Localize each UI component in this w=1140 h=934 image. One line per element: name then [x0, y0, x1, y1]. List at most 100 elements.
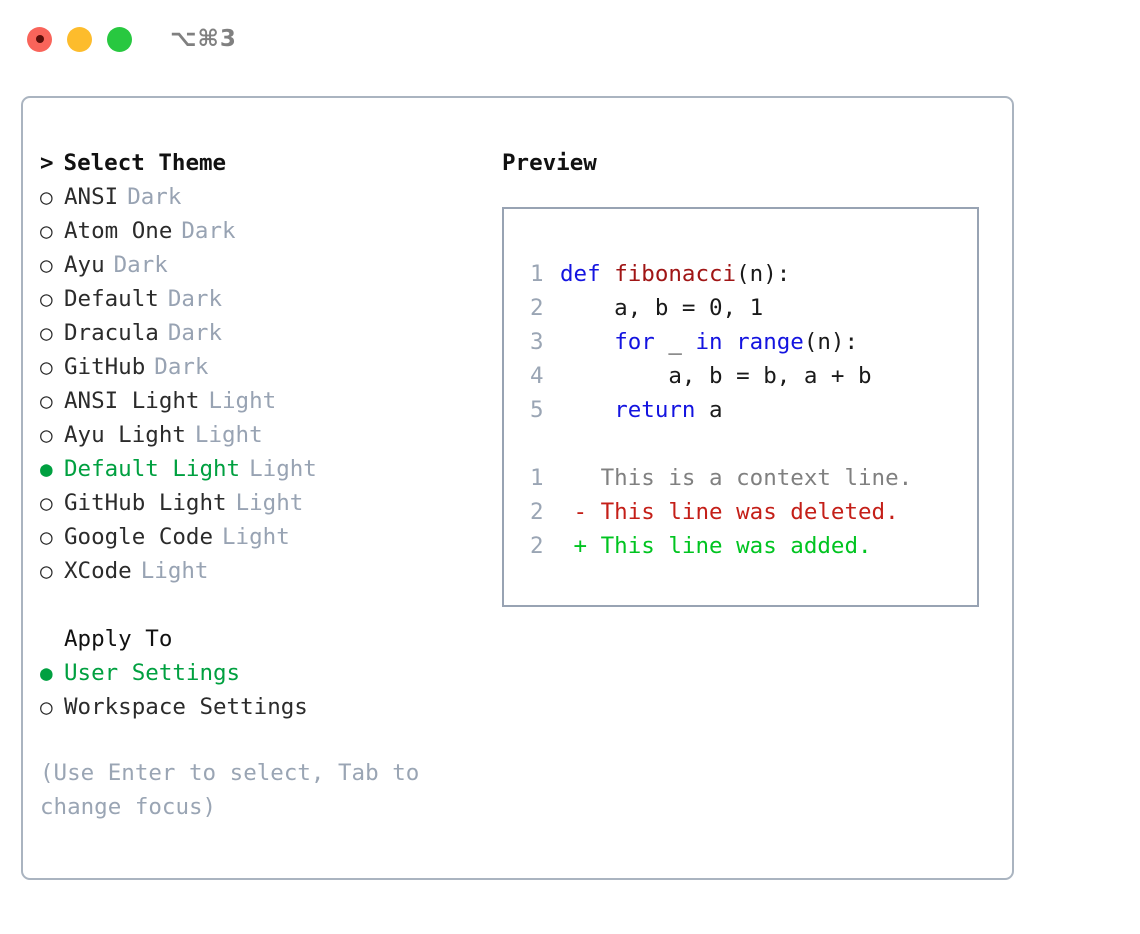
theme-tag: Dark [127, 184, 182, 210]
code-token: a [695, 397, 723, 423]
radio-unselected-icon: ○ [40, 491, 53, 515]
apply-to-label: Workspace Settings [64, 694, 308, 720]
select-theme-heading: > Select Theme [40, 146, 490, 180]
code-token [601, 257, 615, 291]
theme-list-item[interactable]: ○ ANSI Light Light [40, 384, 490, 418]
theme-name: ANSI Light [64, 388, 200, 414]
theme-name: Atom One [64, 218, 173, 244]
diff-text: - This line was deleted. [560, 499, 899, 525]
theme-tag: Light [235, 490, 304, 516]
code-line: 4 a, b = b, a + b [530, 359, 977, 393]
code-token: in [695, 329, 723, 355]
apply-to-label: User Settings [64, 660, 241, 686]
radio-unselected-icon: ○ [40, 219, 53, 243]
radio-unselected-icon: ○ [40, 559, 53, 583]
window-controls [27, 26, 132, 52]
theme-name: XCode [64, 558, 132, 584]
diff-line: 2 + This line was added. [530, 529, 977, 563]
caret-icon: > [40, 150, 54, 176]
theme-tag: Dark [167, 286, 223, 312]
code-line: 3 for _ in range(n): [530, 325, 977, 359]
line-number: 5 [530, 397, 544, 423]
code-token: for [614, 329, 655, 355]
radio-unselected-icon: ○ [40, 389, 53, 413]
line-number: 1 [530, 261, 544, 287]
radio-unselected-icon: ○ [40, 253, 53, 277]
close-button[interactable] [27, 26, 52, 52]
theme-list-item[interactable]: ○ Atom One Dark [40, 214, 490, 248]
code-token: def [560, 261, 601, 287]
preview-title: Preview [502, 150, 597, 176]
code-token [723, 325, 737, 359]
code-token: a, b = 0, 1 [560, 295, 764, 321]
code-token: _ [654, 329, 696, 355]
line-number: 1 [530, 465, 544, 491]
theme-list-item[interactable]: ○ Google Code Light [40, 520, 490, 554]
radio-unselected-icon: ○ [40, 423, 53, 447]
radio-unselected-icon: ○ [40, 185, 53, 209]
theme-list-item[interactable]: ○ ANSI Dark [40, 180, 490, 214]
theme-list-item[interactable]: ○ GitHub Light Light [40, 486, 490, 520]
line-number: 2 [530, 499, 544, 525]
theme-name: ANSI [64, 184, 119, 210]
keyboard-hint: (Use Enter to select, Tab to change focu… [40, 760, 420, 820]
theme-list-item[interactable]: ○ XCode Light [40, 554, 490, 588]
theme-name: Google Code [64, 524, 214, 550]
minimize-button[interactable] [67, 26, 92, 52]
diff-snippet: 1 This is a context line.2 - This line w… [530, 461, 977, 563]
theme-tag: Light [208, 388, 277, 414]
theme-tag: Dark [154, 354, 209, 380]
theme-tag: Dark [167, 320, 223, 346]
radio-selected-icon: ● [40, 457, 53, 481]
code-token [560, 393, 614, 427]
list-spacer [40, 588, 490, 622]
line-number: 2 [530, 533, 544, 559]
code-token [560, 325, 614, 359]
line-number: 4 [530, 363, 544, 389]
code-token: (n): [803, 329, 859, 355]
keyboard-shortcut-label: ⌥⌘3 [170, 26, 237, 52]
radio-unselected-icon: ○ [40, 321, 53, 345]
theme-tag: Dark [181, 218, 236, 244]
theme-tag: Light [140, 558, 209, 584]
diff-text: + This line was added. [560, 533, 872, 559]
code-line: 2 a, b = 0, 1 [530, 291, 977, 325]
diff-line: 2 - This line was deleted. [530, 495, 977, 529]
apply-to-option[interactable]: ○ Workspace Settings [40, 690, 490, 724]
line-number: 3 [530, 329, 544, 355]
radio-unselected-icon: ○ [40, 695, 53, 719]
code-token: return [614, 397, 696, 423]
theme-tag: Light [222, 524, 290, 550]
radio-unselected-icon: ○ [40, 525, 53, 549]
diff-line: 1 This is a context line. [530, 461, 977, 495]
apply-to-heading: Apply To [64, 626, 173, 652]
theme-name: Default [64, 286, 159, 312]
apply-to-options: ●User Settings ○ Workspace Settings [40, 656, 490, 724]
radio-unselected-icon: ○ [40, 355, 53, 379]
diff-text: This is a context line. [560, 465, 913, 491]
theme-tag: Light [249, 456, 317, 482]
theme-tag: Light [194, 422, 263, 448]
code-line: 5 return a [530, 393, 977, 427]
theme-tag: Dark [113, 252, 168, 278]
maximize-button[interactable] [107, 26, 132, 52]
select-theme-heading-label: Select Theme [63, 150, 227, 176]
line-number: 2 [530, 295, 544, 321]
apply-to-option[interactable]: ●User Settings [40, 656, 490, 690]
title-bar: ⌥⌘3 [0, 0, 1140, 78]
code-token: (n): [736, 261, 791, 287]
theme-name: GitHub Light [64, 490, 227, 516]
